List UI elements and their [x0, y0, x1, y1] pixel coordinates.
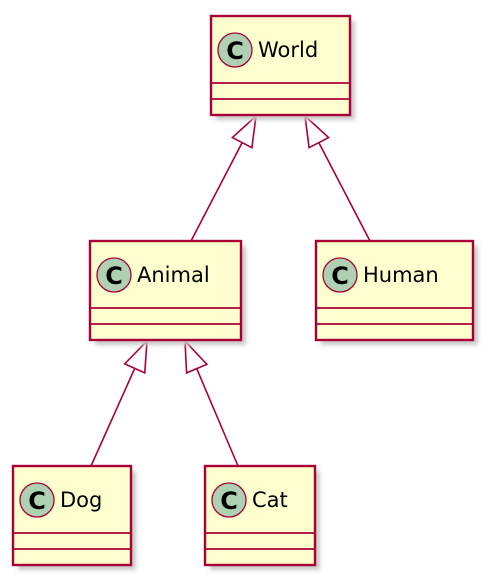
stereotype-letter: C — [331, 262, 349, 290]
edge-line — [318, 142, 371, 242]
inheritance-edge-human-to-world — [303, 113, 371, 242]
inheritance-arrowhead — [303, 113, 330, 149]
class-box-cat[interactable]: C Cat — [203, 464, 320, 570]
class-name: Dog — [60, 488, 102, 512]
class-stereotype-icon — [19, 482, 55, 518]
inheritance-edge-cat-to-animal — [184, 338, 239, 467]
class-stereotype-icon — [96, 257, 132, 293]
class-box-animal[interactable]: C Animal — [88, 239, 246, 345]
class-name: World — [258, 38, 318, 62]
class-box-human[interactable]: C Human — [314, 239, 478, 345]
class-name: Human — [363, 263, 439, 287]
class-box-world[interactable]: C World — [209, 14, 355, 120]
inheritance-edge-dog-to-animal — [90, 338, 148, 467]
inheritance-arrowhead — [231, 113, 258, 149]
inheritance-arrowhead — [184, 338, 209, 375]
class-box-dog[interactable]: C Dog — [11, 464, 136, 570]
stereotype-letter: C — [226, 37, 244, 65]
class-name: Animal — [137, 263, 210, 287]
class-stereotype-icon — [322, 257, 358, 293]
inheritance-edge-animal-to-world — [190, 113, 258, 242]
stereotype-letter: C — [220, 487, 238, 515]
edge-line — [190, 142, 243, 242]
inheritance-arrowhead — [123, 338, 148, 375]
class-stereotype-icon — [217, 32, 253, 68]
class-stereotype-icon — [211, 482, 247, 518]
edge-line — [90, 368, 136, 467]
class-name: Cat — [252, 488, 288, 512]
stereotype-letter: C — [28, 487, 46, 515]
edge-line — [195, 368, 239, 467]
stereotype-letter: C — [105, 262, 123, 290]
